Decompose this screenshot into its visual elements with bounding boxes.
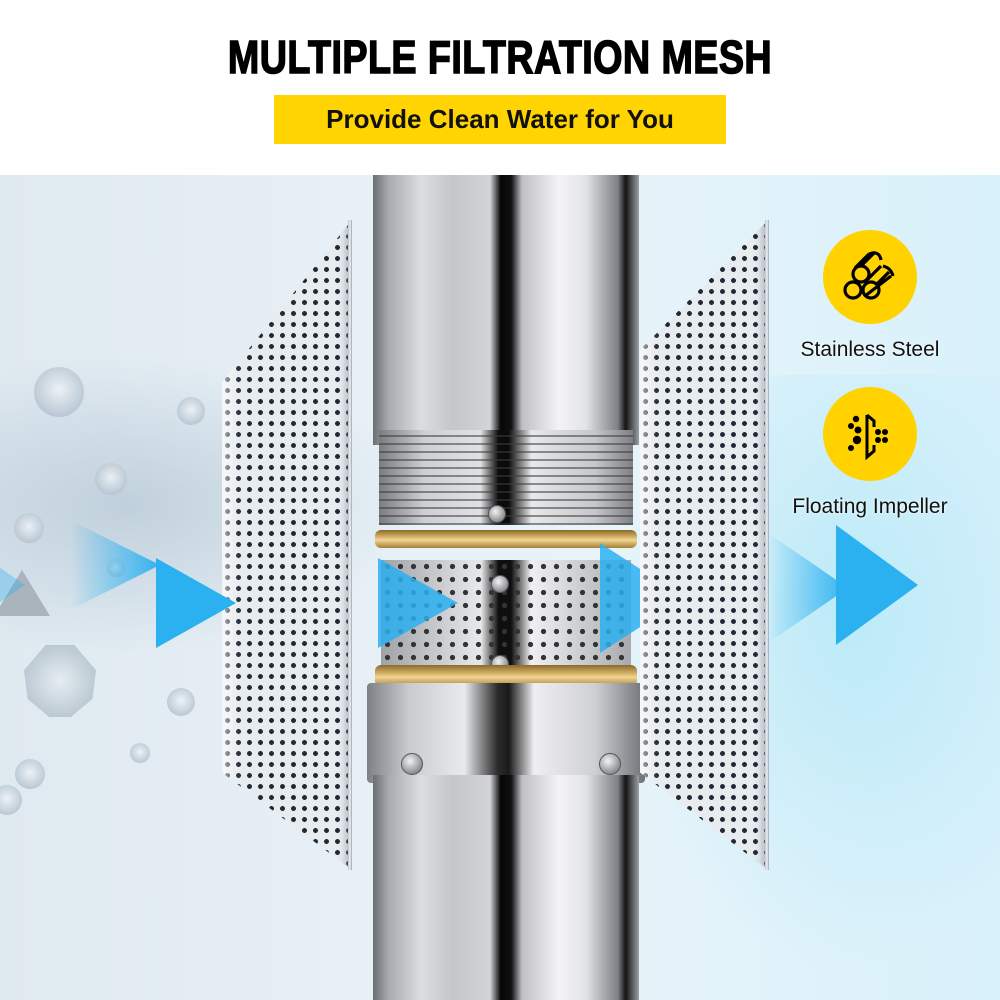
- pump-brass-ring-bottom: [375, 665, 637, 687]
- screw-icon: [491, 575, 509, 593]
- pump-lower-body: [373, 775, 639, 1000]
- flow-arrow-icon: [0, 540, 25, 630]
- screw-icon: [488, 505, 506, 523]
- header: MULTIPLE FILTRATION MESH Provide Clean W…: [0, 0, 1000, 175]
- screw-icon: [401, 753, 423, 775]
- particle-bubble: [130, 743, 150, 763]
- particle-bubble: [177, 397, 205, 425]
- particle-bubble: [95, 463, 127, 495]
- particle-bubble: [34, 367, 84, 417]
- flow-arrow-icon: [836, 525, 918, 645]
- particle-bubble: [167, 688, 195, 716]
- particle-hexagon: [24, 645, 96, 717]
- pump-brass-ring-top: [375, 530, 637, 548]
- subtitle-text: Provide Clean Water for You: [326, 104, 674, 134]
- pump-upper-body: [373, 175, 639, 445]
- right-mesh-edge: [765, 220, 769, 870]
- right-filter-mesh: [640, 220, 768, 870]
- pump-threaded-section: [379, 430, 633, 525]
- feature-floating-impeller: Floating Impeller: [770, 387, 970, 519]
- particle-bubble: [0, 785, 22, 815]
- stainless-steel-rods-icon: [823, 230, 917, 324]
- left-filter-mesh: [222, 220, 352, 870]
- floating-impeller-icon: [823, 387, 917, 481]
- left-mesh-edge: [348, 220, 352, 870]
- particle-triangle: [0, 570, 50, 616]
- page-title: MULTIPLE FILTRATION MESH: [227, 30, 773, 84]
- feature-label: Floating Impeller: [792, 495, 948, 518]
- flow-arrow-icon: [156, 558, 236, 648]
- feature-stainless-steel: Stainless Steel: [770, 230, 970, 362]
- product-illustration: Stainless Steel Floating Impeller: [0, 175, 1000, 1000]
- particle-bubble: [14, 513, 44, 543]
- particle-bubble: [15, 759, 45, 789]
- flow-arrow-icon: [378, 558, 458, 648]
- subtitle-banner: Provide Clean Water for You: [274, 95, 726, 144]
- screw-icon: [599, 753, 621, 775]
- feature-label: Stainless Steel: [800, 338, 940, 361]
